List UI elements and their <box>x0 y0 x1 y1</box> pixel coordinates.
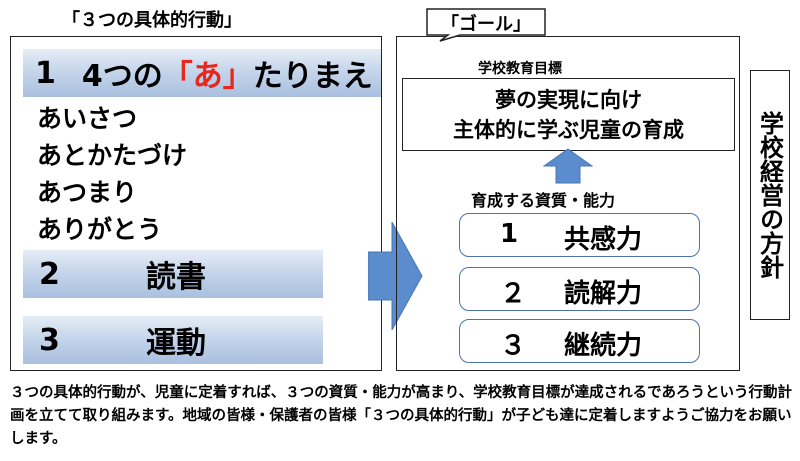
ability-2-number: ２ <box>500 279 527 309</box>
goal-panel <box>396 36 740 371</box>
ability-1-number: 1 <box>500 219 519 249</box>
sub-item-greeting: あいさつ <box>37 104 138 133</box>
ability-item-1: 1 共感力 <box>459 213 700 257</box>
action-item-3-label: 運動 <box>146 326 206 361</box>
goal-line-1: 夢の実現に向け <box>495 87 642 112</box>
ability-3-label: 継続力 <box>564 331 643 361</box>
arrow-right-icon <box>368 222 423 330</box>
action-item-3: 3 運動 <box>23 316 323 364</box>
policy-box: 学校経営の方針 <box>750 70 790 320</box>
action-item-2-label: 読書 <box>146 260 206 295</box>
action-item-1-quote: 「あ」 <box>162 59 253 94</box>
ability-item-2: ２ 読解力 <box>459 267 700 311</box>
action-item-2: 2 読書 <box>23 250 323 298</box>
ability-item-3: ３ 継続力 <box>459 319 700 363</box>
footer-description: ３つの具体的行動が、児童に定着すれば、３つの資質・能力が高まり、学校教育目標が達… <box>10 385 792 447</box>
ability-3-number: ３ <box>500 331 527 361</box>
action-item-2-number: 2 <box>39 256 60 292</box>
ability-1-label: 共感力 <box>564 225 643 255</box>
goal-line-2: 主体的に学ぶ児童の育成 <box>453 117 684 142</box>
policy-label: 学校経営の方針 <box>755 111 784 279</box>
actions-panel: 1 4つの「あ」たりまえ あいさつ あとかたづけ あつまり ありがとう 2 読書… <box>10 36 382 371</box>
action-item-1-suffix: たりまえ <box>252 59 373 94</box>
arrow-up-icon <box>543 148 593 184</box>
action-item-1-prefix: 4つの <box>81 59 163 94</box>
callout-bubble <box>426 8 546 42</box>
action-item-3-number: 3 <box>39 322 60 358</box>
action-item-1: 1 4つの「あ」たりまえ <box>23 49 381 97</box>
goal-callout-label: 「ゴール」 <box>441 14 531 35</box>
qualities-label: 育成する資質・能力 <box>471 191 616 210</box>
actions-title: 「３つの具体的行動」 <box>62 10 242 31</box>
sub-item-tidying: あとかたづけ <box>37 141 188 170</box>
school-goal-box: 夢の実現に向け 主体的に学ぶ児童の育成 <box>402 78 735 151</box>
sub-item-thanks: ありがとう <box>37 215 163 244</box>
action-item-1-number: 1 <box>35 55 56 91</box>
sub-item-gathering: あつまり <box>37 178 138 207</box>
ability-2-label: 読解力 <box>564 279 643 309</box>
school-goal-label: 学校教育目標 <box>478 61 562 77</box>
